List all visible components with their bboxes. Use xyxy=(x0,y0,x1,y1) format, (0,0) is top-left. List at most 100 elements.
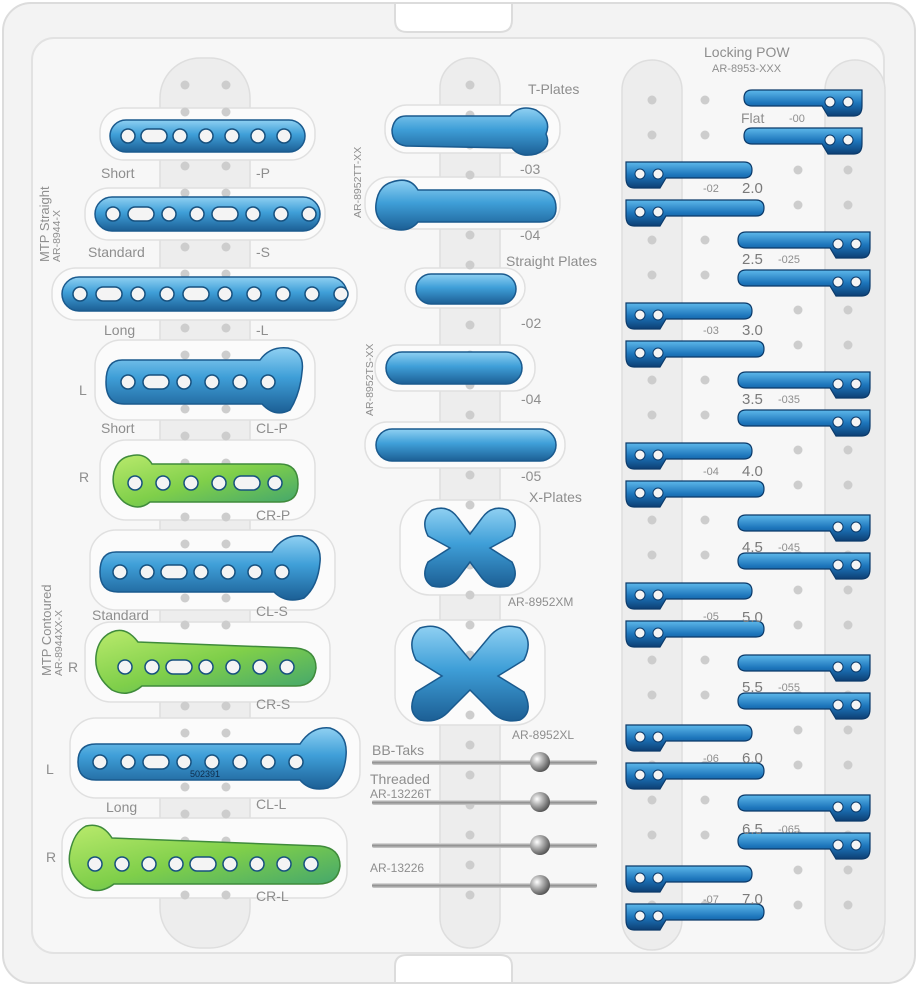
plate-hole xyxy=(142,374,170,390)
label-pow-05: -05 xyxy=(703,611,719,623)
peg-hole xyxy=(793,305,803,315)
peg-hole xyxy=(843,445,853,455)
peg-hole xyxy=(700,95,710,105)
peg-hole xyxy=(647,690,657,700)
peg-hole xyxy=(465,830,475,840)
plate-hole xyxy=(120,128,136,144)
label-x-plates: X-Plates xyxy=(529,489,582,505)
peg-hole xyxy=(465,860,475,870)
label-t-plates: T-Plates xyxy=(528,81,580,97)
peg-hole xyxy=(221,782,231,792)
locking-pow-plate xyxy=(737,832,871,860)
plate-hole xyxy=(87,856,103,872)
t-plate-03 xyxy=(391,107,549,156)
label-flat: Flat xyxy=(741,110,765,126)
plate-hole xyxy=(117,659,133,675)
label-r-1: R xyxy=(79,469,90,485)
plate-hole xyxy=(333,286,349,302)
peg-hole xyxy=(221,242,231,252)
plate-hole xyxy=(220,564,236,580)
peg-hole xyxy=(793,200,803,210)
plate-hole xyxy=(245,206,261,222)
label-code-cl-p: CL-P xyxy=(256,420,288,436)
plate-hole xyxy=(252,659,268,675)
locking-pow-plate xyxy=(743,89,863,117)
locking-pow-plate xyxy=(737,371,871,399)
locking-pow-plate xyxy=(737,231,871,259)
plate-hole xyxy=(160,564,188,580)
t-plate-04 xyxy=(375,179,557,231)
peg-hole xyxy=(180,323,190,333)
peg-hole xyxy=(180,782,190,792)
label-pow-02: -02 xyxy=(703,183,719,195)
peg-hole xyxy=(700,130,710,140)
plate-hole xyxy=(189,856,217,872)
locking-pow-plate xyxy=(625,480,765,508)
peg-hole xyxy=(700,235,710,245)
plate-hole xyxy=(249,856,265,872)
peg-hole xyxy=(647,130,657,140)
plate-hole xyxy=(159,286,175,302)
peg-hole xyxy=(647,375,657,385)
label-pow-4-5: 4.5 xyxy=(742,539,763,556)
plate-hole xyxy=(232,754,248,770)
plate-hole xyxy=(273,206,289,222)
label-ar13226: AR-13226 xyxy=(370,861,425,875)
peg-hole xyxy=(221,350,231,360)
label-ar8952tt-code: AR-8952TT-XX xyxy=(352,146,364,218)
tray-top-notch xyxy=(394,2,513,33)
peg-hole xyxy=(647,550,657,560)
plate-hole xyxy=(288,754,304,770)
label-mtp-straight-title: MTP Straight xyxy=(37,186,52,262)
peg-hole xyxy=(793,900,803,910)
plate-hole xyxy=(276,856,292,872)
label-bb-taks: BB-Taks xyxy=(372,742,425,758)
label-mtp-contoured-title: MTP Contoured xyxy=(39,584,54,676)
straight-plate-02 xyxy=(415,273,517,305)
locking-pow-plate xyxy=(625,442,753,470)
plate-hole xyxy=(182,286,210,302)
plate-hole xyxy=(211,206,239,222)
plate-cl-s xyxy=(99,535,321,601)
locking-pow-plate xyxy=(625,340,765,368)
plate-hole xyxy=(112,564,128,580)
peg-hole xyxy=(180,539,190,549)
plate-hole xyxy=(224,128,240,144)
plate-hole xyxy=(198,128,214,144)
peg-hole xyxy=(843,200,853,210)
plate-hole xyxy=(144,659,160,675)
peg-hole xyxy=(843,760,853,770)
locking-pow-plate xyxy=(625,724,753,752)
plate-hole xyxy=(105,206,121,222)
peg-hole xyxy=(843,305,853,315)
label-t-04: -04 xyxy=(520,227,541,243)
label-s-02: -02 xyxy=(521,315,542,331)
peg-hole xyxy=(700,690,710,700)
plate-hole xyxy=(276,128,292,144)
label-code-cl-l: CL-L xyxy=(256,796,287,812)
plate-hole xyxy=(211,475,227,491)
peg-hole xyxy=(465,80,475,90)
plate-hole xyxy=(246,286,262,302)
locking-pow-plate xyxy=(737,794,871,822)
plate-hole xyxy=(204,374,220,390)
label-s-05: -05 xyxy=(521,468,542,484)
plate-hole xyxy=(247,564,263,580)
peg-hole xyxy=(700,795,710,805)
peg-hole xyxy=(700,270,710,280)
locking-pow-plate xyxy=(743,127,863,155)
plate-hole xyxy=(217,286,233,302)
plate-hole xyxy=(142,754,170,770)
locking-pow-plate xyxy=(625,199,765,227)
label-pow-4-0: 4.0 xyxy=(742,463,763,480)
plate-hole xyxy=(172,128,188,144)
peg-hole xyxy=(843,340,853,350)
label-pow-5-5: 5.5 xyxy=(742,679,763,696)
label-pow-045: -045 xyxy=(778,542,801,554)
label-ar8952ts-code: AR-8952TS-XX xyxy=(364,343,376,416)
peg-hole xyxy=(221,809,231,819)
peg-hole xyxy=(465,500,475,510)
label-pow-6-0: 6.0 xyxy=(742,750,763,767)
label-locking-pow: Locking POW xyxy=(704,44,790,60)
peg-hole xyxy=(843,620,853,630)
